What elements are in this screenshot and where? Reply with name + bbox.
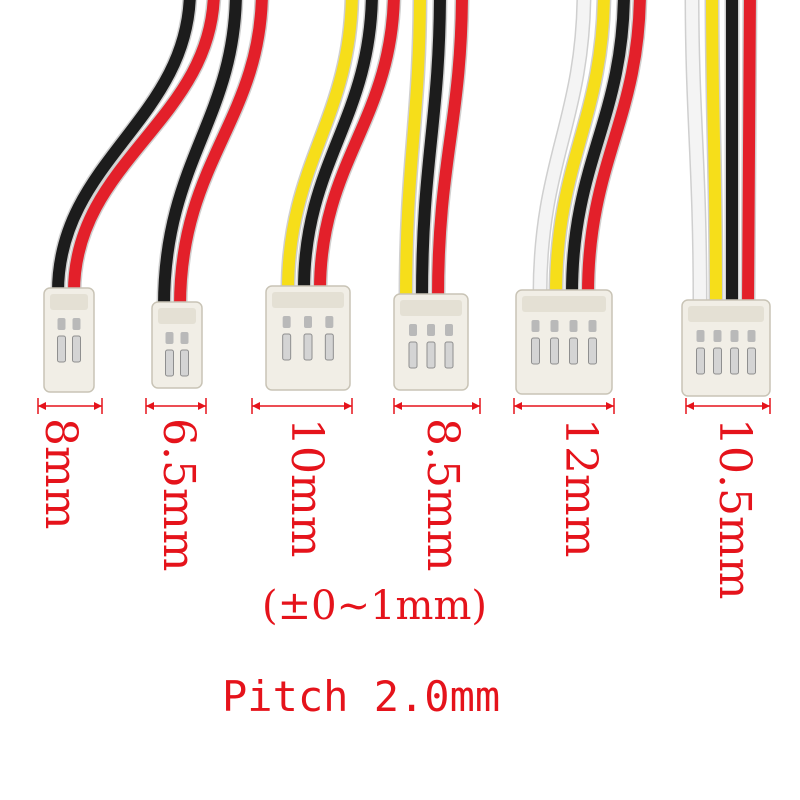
wire-black bbox=[416, 0, 446, 304]
pin-top bbox=[282, 316, 291, 328]
housing-top-ridge bbox=[522, 296, 606, 312]
wire-black bbox=[566, 0, 630, 300]
pin-top bbox=[445, 324, 453, 336]
dimension-arrowhead bbox=[198, 402, 206, 410]
width-label-6-5mm: 6.5mm bbox=[153, 418, 204, 572]
width-label-12mm: 12mm bbox=[555, 418, 606, 558]
wire-yellow bbox=[550, 0, 610, 300]
wire-black bbox=[298, 0, 378, 296]
pitch-text: Pitch 2.0mm bbox=[222, 672, 501, 721]
housing-top-ridge bbox=[50, 294, 88, 310]
pin-top bbox=[427, 324, 435, 336]
wire-yellow bbox=[400, 0, 426, 304]
pin-contact bbox=[569, 337, 578, 365]
width-label-10-5mm: 10.5mm bbox=[709, 418, 760, 600]
housing-top-ridge bbox=[400, 300, 462, 316]
dimension-arrowhead bbox=[686, 402, 694, 410]
pin-top bbox=[531, 320, 540, 332]
pin-top bbox=[569, 320, 578, 332]
pin-contact bbox=[180, 349, 189, 377]
wire-yellow bbox=[282, 0, 358, 296]
pin-contact bbox=[713, 347, 722, 375]
dimension-arrowhead bbox=[762, 402, 770, 410]
pin-top bbox=[713, 330, 722, 342]
pin-contact bbox=[324, 333, 334, 361]
pin-top bbox=[730, 330, 739, 342]
pin-top bbox=[696, 330, 705, 342]
pin-contact bbox=[408, 341, 418, 369]
wire-white bbox=[686, 0, 706, 310]
width-label-8mm: 8mm bbox=[35, 418, 86, 530]
wire-bundle bbox=[50, 0, 758, 314]
wire-black bbox=[158, 0, 242, 312]
dimension-arrowhead bbox=[514, 402, 522, 410]
wire-yellow bbox=[706, 0, 722, 310]
dimension-arrowhead bbox=[472, 402, 480, 410]
pin-top bbox=[180, 332, 189, 344]
pin-contact bbox=[444, 341, 454, 369]
wire-red bbox=[314, 0, 400, 296]
wire-black bbox=[52, 0, 196, 298]
wire-red bbox=[742, 0, 756, 310]
dimension-markers bbox=[37, 398, 771, 414]
pin-contact bbox=[165, 349, 174, 377]
dimension-arrowhead bbox=[344, 402, 352, 410]
pin-top bbox=[747, 330, 756, 342]
connector-housing bbox=[43, 287, 95, 393]
pin-top bbox=[72, 318, 81, 330]
dimension-arrowhead bbox=[252, 402, 260, 410]
pin-contact bbox=[57, 335, 66, 363]
pin-top bbox=[304, 316, 312, 328]
wire-red bbox=[582, 0, 646, 300]
pin-top bbox=[325, 316, 334, 328]
housing-top-ridge bbox=[688, 306, 764, 322]
dimension-arrowhead bbox=[146, 402, 154, 410]
pin-contact bbox=[426, 341, 436, 369]
pin-top bbox=[588, 320, 597, 332]
pin-top bbox=[57, 318, 66, 330]
width-label-8-5mm: 8.5mm bbox=[417, 418, 468, 572]
connector-housings bbox=[43, 285, 771, 397]
dimension-arrowhead bbox=[94, 402, 102, 410]
housing-top-ridge bbox=[158, 308, 196, 324]
dimension-arrowhead bbox=[394, 402, 402, 410]
housing-top-ridge bbox=[272, 292, 344, 308]
pin-contact bbox=[730, 347, 739, 375]
dimension-arrowhead bbox=[38, 402, 46, 410]
pin-contact bbox=[303, 333, 313, 361]
pin-top bbox=[165, 332, 174, 344]
pin-contact bbox=[588, 337, 597, 365]
pin-contact bbox=[550, 337, 559, 365]
pin-contact bbox=[747, 347, 756, 375]
width-label-10mm: 10mm bbox=[281, 418, 332, 558]
pin-contact bbox=[282, 333, 292, 361]
connector-housing bbox=[515, 289, 613, 395]
wire-red bbox=[432, 0, 468, 304]
pin-contact bbox=[531, 337, 540, 365]
pin-contact bbox=[696, 347, 705, 375]
tolerance-text: (±0~1mm) bbox=[262, 583, 487, 629]
wire-white bbox=[534, 0, 590, 300]
wire-red bbox=[68, 0, 220, 298]
wire-red bbox=[174, 0, 268, 312]
dimension-arrowhead bbox=[606, 402, 614, 410]
pin-top bbox=[409, 324, 417, 336]
pin-top bbox=[550, 320, 559, 332]
pin-contact bbox=[72, 335, 81, 363]
